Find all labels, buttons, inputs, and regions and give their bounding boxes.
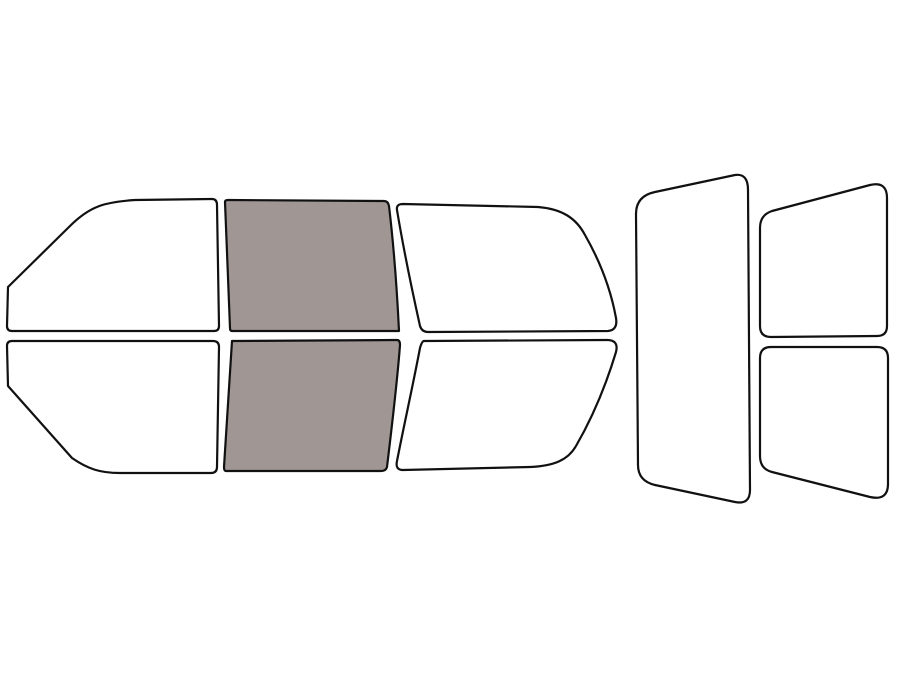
window-pane-lower-left[interactable]: [5, 339, 221, 475]
window-pane-rear-upper-right[interactable]: [758, 183, 889, 339]
window-pane-lower-third[interactable]: [395, 338, 618, 472]
window-pane-upper-second[interactable]: [223, 198, 401, 333]
window-pane-front-windshield-upper-left[interactable]: [5, 197, 221, 333]
window-pane-rear-lower-right[interactable]: [758, 345, 890, 499]
window-pane-rear-tall[interactable]: [634, 173, 752, 504]
window-pane-upper-third[interactable]: [395, 202, 618, 334]
window-pane-lower-second[interactable]: [222, 338, 402, 473]
